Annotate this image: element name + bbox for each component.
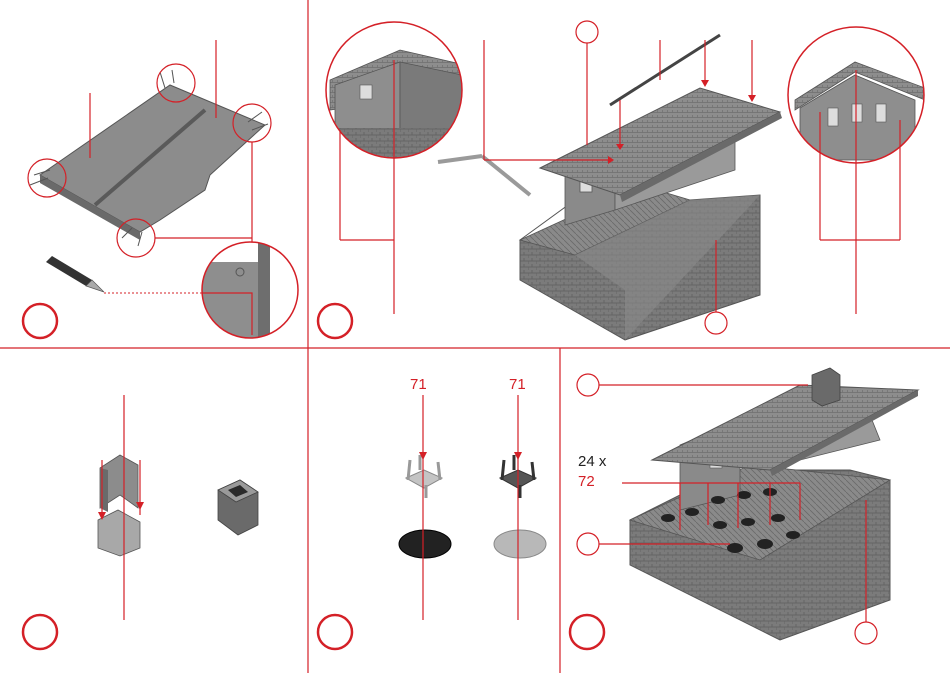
part-number-71-light: 71 — [410, 376, 427, 393]
part-number-72: 72 — [578, 473, 595, 490]
quantity-label: 24 x — [578, 453, 606, 470]
panel-2-house-assembly — [318, 21, 925, 340]
step-circle-icon — [570, 615, 604, 649]
panel-4-tables — [318, 395, 546, 649]
callout-circle-icon — [705, 312, 727, 334]
chimney-assembled — [218, 480, 258, 535]
chimney-part-bottom — [98, 510, 140, 556]
baseplate-part — [40, 85, 265, 232]
part-number-71-dark: 71 — [509, 376, 526, 393]
table-top-light — [494, 530, 546, 558]
table-top-dark — [399, 530, 451, 558]
table-frame-light — [406, 455, 442, 498]
callout-circle-icon — [577, 374, 599, 396]
step-circle-icon — [23, 615, 57, 649]
step-circle-icon — [318, 304, 352, 338]
callout-circle-icon — [577, 533, 599, 555]
panel-3-chimney — [23, 395, 258, 649]
step-circle-icon — [318, 615, 352, 649]
hobby-knife-icon — [46, 256, 104, 292]
chimney-on-roof — [812, 368, 840, 406]
panel-1-baseplate — [23, 40, 300, 342]
callout-circle-icon — [576, 21, 598, 43]
panel-5-final — [570, 368, 918, 649]
callout-circle-icon — [855, 622, 877, 644]
step-circle-icon — [23, 304, 57, 338]
roof-part — [652, 385, 918, 470]
